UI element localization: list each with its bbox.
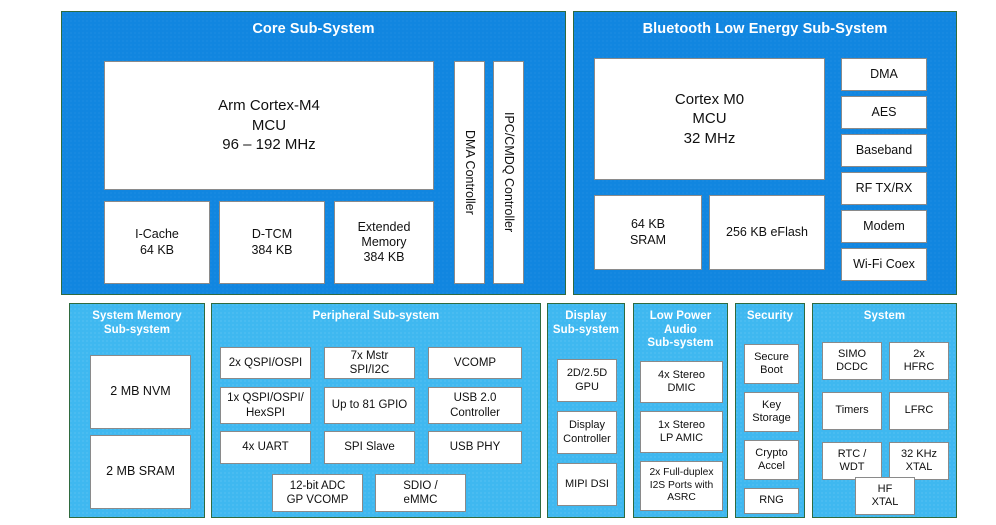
block-crypto-accel: Crypto Accel [744,440,799,480]
panel-system-subsystem: System SIMO DCDC 2x HFRC Timers LFRC RTC… [812,303,957,518]
block-i-cache: I-Cache 64 KB [104,201,210,284]
block-spi-slave: SPI Slave [324,431,415,464]
block-2mb-sram: 2 MB SRAM [90,435,191,509]
block-rng: RNG [744,488,799,514]
low-power-audio-subsystem-title: Low Power Audio Sub-system [647,310,714,350]
panel-core-subsystem: Core Sub-System Arm Cortex-M4 MCU 96 – 1… [61,11,566,295]
block-display-controller: Display Controller [557,411,617,454]
panel-low-power-audio-subsystem: Low Power Audio Sub-system 4x Stereo DMI… [633,303,728,518]
block-ble-dma: DMA [841,58,927,91]
block-sdio-emmc: SDIO / eMMC [375,474,466,512]
block-ble-rf-tx-rx: RF TX/RX [841,172,927,205]
block-7x-mstr-spi-i2c: 7x Mstr SPI/I2C [324,347,415,379]
block-2x-hfrc: 2x HFRC [889,342,949,380]
block-ble-baseband: Baseband [841,134,927,167]
block-ble-modem: Modem [841,210,927,243]
block-2mb-nvm: 2 MB NVM [90,355,191,429]
block-mipi-dsi: MIPI DSI [557,463,617,506]
block-2d-2-5d-gpu: 2D/2.5D GPU [557,359,617,402]
block-arm-cortex-m4: Arm Cortex-M4 MCU 96 – 192 MHz [104,61,434,190]
panel-peripheral-subsystem: Peripheral Sub-system 2x QSPI/OSPI 7x Ms… [211,303,541,518]
core-subsystem-title: Core Sub-System [252,21,375,37]
block-usb-phy: USB PHY [428,431,522,464]
peripheral-subsystem-title: Peripheral Sub-system [312,310,440,322]
block-key-storage: Key Storage [744,392,799,432]
block-4x-stereo-dmic: 4x Stereo DMIC [640,361,723,403]
block-usb-2-0-controller: USB 2.0 Controller [428,387,522,424]
block-ipc-cmdq-controller: IPC/CMDQ Controller [493,61,524,284]
system-subsystem-title: System [863,310,906,322]
block-lfrc: LFRC [889,392,949,430]
block-up-to-81-gpio: Up to 81 GPIO [324,387,415,424]
panel-ble-subsystem: Bluetooth Low Energy Sub-System Cortex M… [573,11,957,295]
block-2x-full-duplex-i2s-ports: 2x Full-duplex I2S Ports with ASRC [640,461,723,511]
block-4x-uart: 4x UART [220,431,311,464]
system-memory-subsystem-title: System Memory Sub-system [92,310,182,336]
block-simo-dcdc: SIMO DCDC [822,342,882,380]
block-1x-stereo-lp-amic: 1x Stereo LP AMIC [640,411,723,453]
block-extended-memory: Extended Memory 384 KB [334,201,434,284]
block-hf-xtal: HF XTAL [855,477,915,515]
block-ble-wifi-coex: Wi-Fi Coex [841,248,927,281]
block-vcomp: VCOMP [428,347,522,379]
block-dma-controller: DMA Controller [454,61,485,284]
panel-security-subsystem: Security Secure Boot Key Storage Crypto … [735,303,805,518]
block-12-bit-adc-gp-vcomp: 12-bit ADC GP VCOMP [272,474,363,512]
security-subsystem-title: Security [746,310,794,322]
block-1x-qspi-ospi-hexspi: 1x QSPI/OSPI/ HexSPI [220,387,311,424]
ble-subsystem-title: Bluetooth Low Energy Sub-System [642,21,888,37]
block-secure-boot: Secure Boot [744,344,799,384]
block-ble-eflash: 256 KB eFlash [709,195,825,270]
block-32-khz-xtal: 32 KHz XTAL [889,442,949,480]
panel-system-memory-subsystem: System Memory Sub-system 2 MB NVM 2 MB S… [69,303,205,518]
block-2x-qspi-ospi: 2x QSPI/OSPI [220,347,311,379]
block-ble-sram: 64 KB SRAM [594,195,702,270]
block-ble-aes: AES [841,96,927,129]
block-d-tcm: D-TCM 384 KB [219,201,325,284]
block-rtc-wdt: RTC / WDT [822,442,882,480]
display-subsystem-title: Display Sub-system [552,310,620,336]
block-cortex-m0: Cortex M0 MCU 32 MHz [594,58,825,180]
block-timers: Timers [822,392,882,430]
panel-display-subsystem: Display Sub-system 2D/2.5D GPU Display C… [547,303,625,518]
